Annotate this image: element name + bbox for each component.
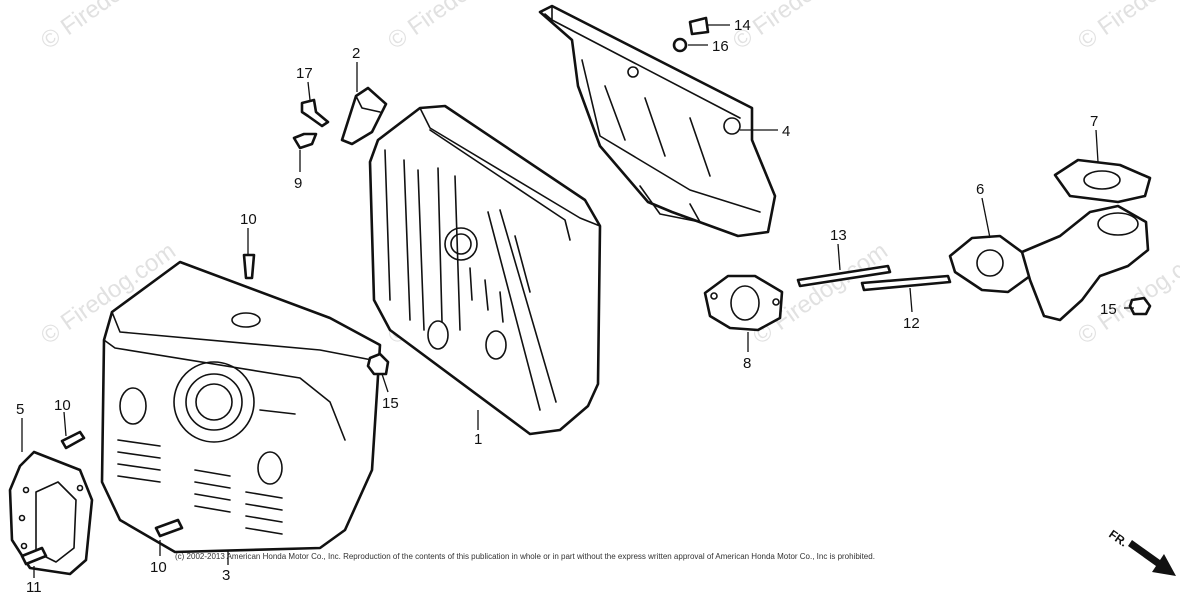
callout-16: 16 xyxy=(712,38,729,55)
callout-7: 7 xyxy=(1090,113,1098,130)
part-exhaust-pipe xyxy=(948,204,1150,322)
fr-label: FR. xyxy=(1106,527,1130,550)
callout-2: 2 xyxy=(352,45,360,62)
fr-direction-marker: FR. xyxy=(1106,527,1176,576)
part-hardware xyxy=(20,16,1152,566)
callout-9: 9 xyxy=(294,175,302,192)
watermark: © Firedog.com xyxy=(1073,0,1180,55)
part-bracket xyxy=(340,86,388,146)
callout-6: 6 xyxy=(976,181,984,198)
callout-1: 1 xyxy=(474,431,482,448)
part-end-cap xyxy=(8,450,94,576)
callout-15-center: 15 xyxy=(382,395,399,412)
callout-15-right: 15 xyxy=(1100,301,1117,318)
callout-10-left: 10 xyxy=(54,397,71,414)
part-studs xyxy=(796,264,952,292)
callouts: 1 2 3 4 5 6 7 8 9 10 10 10 11 12 13 14 1… xyxy=(16,17,1117,596)
callout-11: 11 xyxy=(26,579,42,596)
copyright-notice: (c) 2002-2013 American Honda Motor Co., … xyxy=(175,552,875,561)
part-muffler-protector xyxy=(100,260,382,554)
callout-14: 14 xyxy=(734,17,751,34)
callout-8: 8 xyxy=(743,355,751,372)
part-gasket-top xyxy=(1053,158,1152,204)
callout-10-top: 10 xyxy=(240,211,257,228)
callout-12: 12 xyxy=(903,315,920,332)
callout-3: 3 xyxy=(222,567,230,584)
callout-10-bottom: 10 xyxy=(150,559,167,576)
watermark: © Firedog.com xyxy=(383,0,528,55)
part-muffler xyxy=(368,104,602,436)
part-heat-shield xyxy=(538,4,777,238)
part-gasket-bottom xyxy=(703,274,784,332)
callout-13: 13 xyxy=(830,227,847,244)
callout-leaders xyxy=(21,24,1134,578)
callout-4: 4 xyxy=(782,123,790,140)
callout-5: 5 xyxy=(16,401,24,418)
callout-17: 17 xyxy=(296,65,313,82)
watermark: © Firedog.com xyxy=(36,0,181,55)
